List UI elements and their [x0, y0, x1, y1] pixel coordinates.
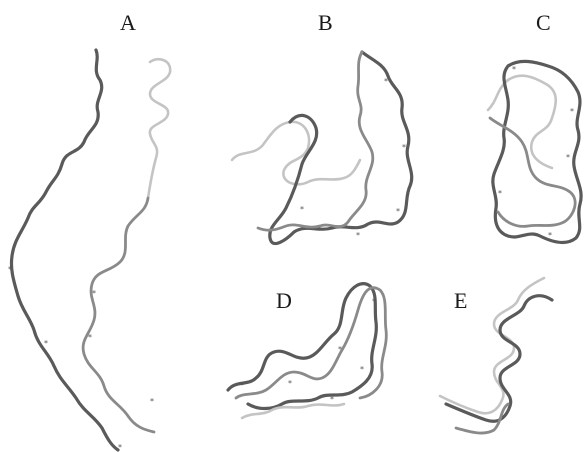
panel-c-chain-dark [493, 61, 581, 242]
panel-c-marker: * [566, 153, 570, 162]
panel-a-marker: * [118, 443, 122, 452]
panel-a-marker: * [92, 289, 96, 298]
panel-a-marker: * [44, 339, 48, 348]
panel-d-marker: * [372, 297, 376, 306]
panel-c-marker: * [498, 189, 502, 198]
panel-d-marker: * [288, 379, 292, 388]
panel-c: C * * * * * [488, 10, 581, 242]
panel-a: A * * * * * * [8, 10, 170, 452]
panel-a-label: A [120, 10, 136, 35]
panel-d-chain-mid [236, 288, 386, 398]
panel-c-marker: * [548, 231, 552, 240]
panel-d-marker: * [330, 395, 334, 404]
panel-d: D * * * * * * [228, 284, 386, 418]
panel-d-chain-dark [228, 284, 376, 409]
panel-d-marker: * [240, 381, 244, 390]
panel-b-marker: * [396, 207, 400, 216]
panel-a-marker: * [8, 265, 12, 274]
panel-b-chain-dark [270, 52, 412, 244]
panel-c-label: C [536, 10, 551, 35]
panel-b-marker: * [356, 231, 360, 240]
panel-d-marker: * [338, 345, 342, 354]
panel-b-loop-light [232, 122, 360, 185]
panel-b-label: B [318, 10, 333, 35]
panel-c-marker: * [570, 107, 574, 116]
panel-b: B * * * * * * [232, 10, 412, 244]
panel-a-marker: * [150, 397, 154, 406]
panel-d-label: D [276, 288, 292, 313]
panel-e-label: E [454, 288, 467, 313]
panel-b-marker: * [330, 225, 334, 234]
panel-b-marker: * [384, 77, 388, 86]
panel-c-marker: * [512, 65, 516, 74]
panel-a-right-chain [83, 198, 154, 432]
panel-b-marker: * [402, 143, 406, 152]
panel-b-marker: * [300, 205, 304, 214]
panel-e: E [440, 278, 552, 433]
panel-a-marker: * [88, 333, 92, 342]
panel-a-helix-top [148, 59, 170, 198]
panel-c-chain-light [488, 76, 556, 168]
panel-a-left-chain [11, 50, 118, 450]
panel-d-marker: * [360, 365, 364, 374]
